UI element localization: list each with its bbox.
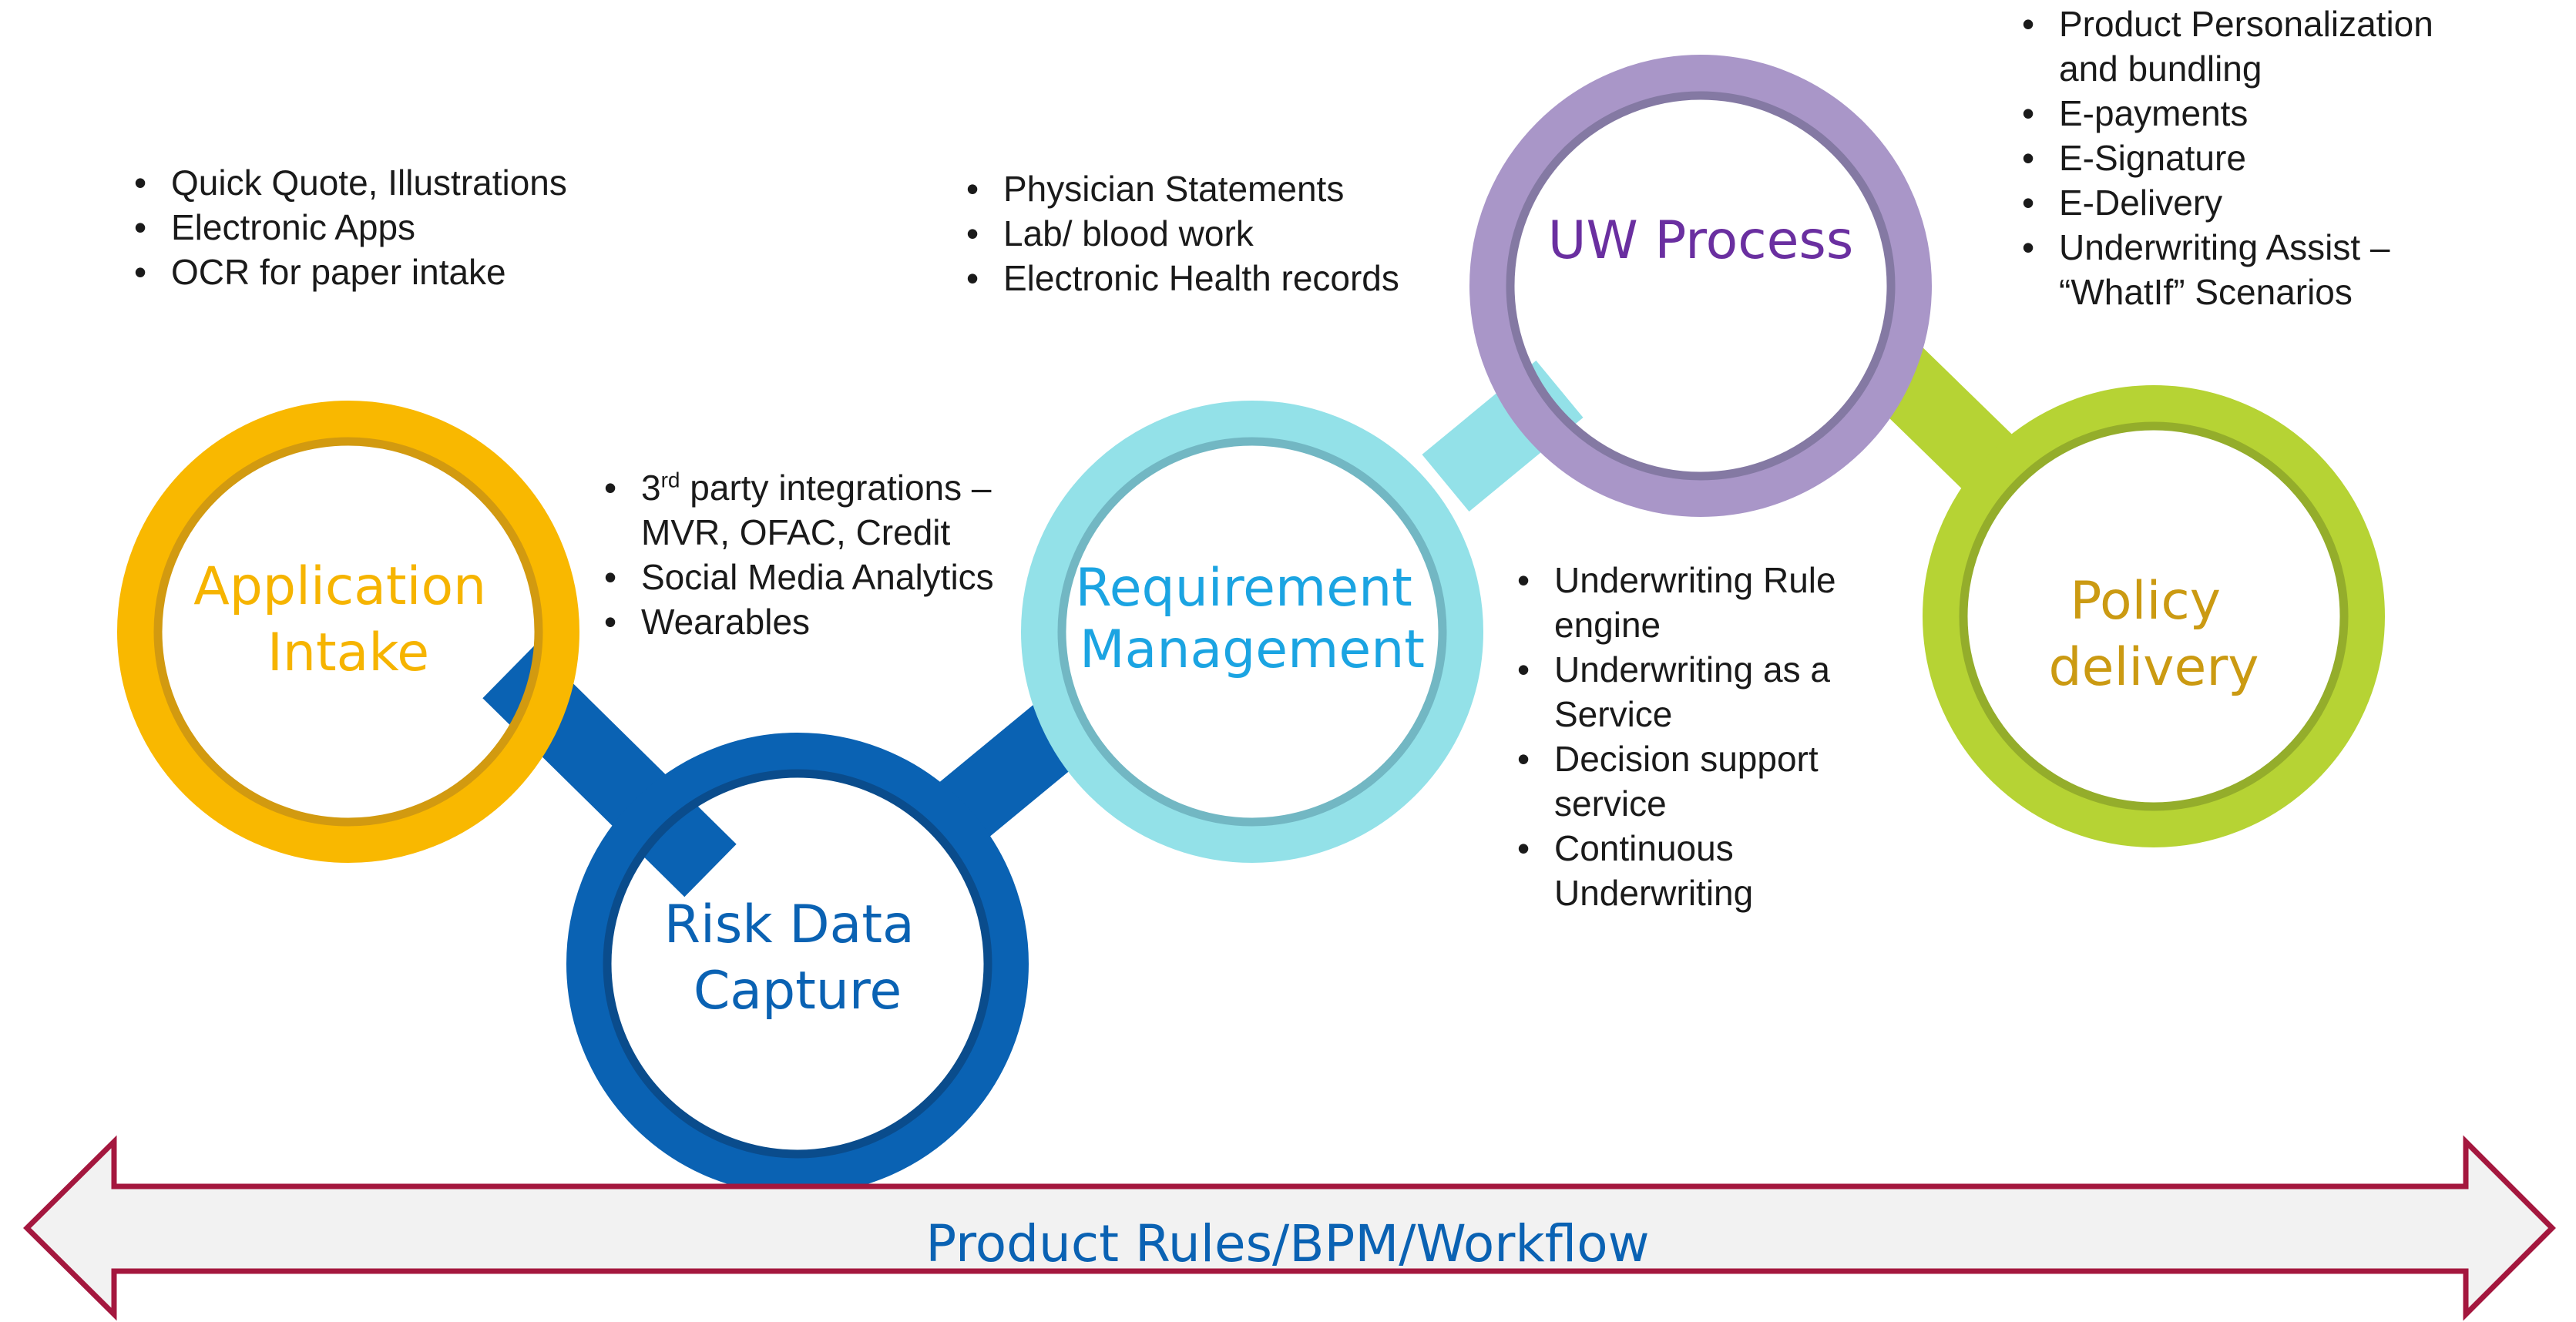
- bullets-policy-delivery: Product Personalization and bundling E-p…: [2019, 2, 2543, 314]
- list-item: Physician Statements: [963, 166, 1456, 211]
- bullets-requirement-management: Physician Statements Lab/ blood work Ele…: [963, 166, 1456, 300]
- node-application-intake: Application Intake: [117, 401, 579, 863]
- list-item-prefix: 3: [641, 468, 661, 508]
- node-title-requirement-management: Requirement Management: [1076, 558, 1429, 680]
- list-item-rest: party integrations – MVR, OFAC, Credit: [641, 468, 992, 552]
- bullets-application-intake: Quick Quote, Illustrations Electronic Ap…: [131, 160, 624, 294]
- list-item: E-Signature: [2019, 136, 2543, 180]
- list-item: OCR for paper intake: [131, 250, 624, 294]
- double-arrow-shape: [23, 1135, 2556, 1321]
- list-item: 3rd party integrations – MVR, OFAC, Cred…: [601, 465, 1033, 555]
- list-item: E-Delivery: [2019, 180, 2543, 225]
- bullets-risk-data-capture: 3rd party integrations – MVR, OFAC, Cred…: [601, 465, 1033, 644]
- list-item: E-payments: [2019, 91, 2543, 136]
- node-risk-data-capture: Risk Data Capture: [566, 733, 1029, 1195]
- node-title-uw-process: UW Process: [1548, 210, 1854, 271]
- list-item: Social Media Analytics: [601, 555, 1033, 599]
- node-requirement-management: Requirement Management: [1021, 401, 1483, 863]
- bullets-uw-process: Underwriting Rule engine Underwriting as…: [1514, 558, 1915, 915]
- node-title-application-intake: Application Intake: [193, 556, 503, 683]
- bottom-bar-label: Product Rules/BPM/Workflow: [925, 1214, 1649, 1273]
- bottom-double-arrow: Product Rules/BPM/Workflow: [23, 1135, 2556, 1321]
- list-item: Electronic Apps: [131, 205, 624, 250]
- list-item: Underwriting Rule engine: [1514, 558, 1915, 647]
- list-item: Underwriting Assist – “WhatIf” Scenarios: [2019, 225, 2543, 314]
- node-policy-delivery: Policy delivery: [1923, 385, 2385, 847]
- list-item-superscript: rd: [660, 468, 680, 492]
- list-item: Quick Quote, Illustrations: [131, 160, 624, 205]
- list-item: Electronic Health records: [963, 256, 1456, 300]
- list-item: Decision support service: [1514, 736, 1915, 826]
- list-item: Wearables: [601, 599, 1033, 644]
- node-uw-process: UW Process: [1469, 55, 1932, 517]
- node-title-policy-delivery: Policy delivery: [2048, 571, 2259, 698]
- list-item: Lab/ blood work: [963, 211, 1456, 256]
- node-title-risk-data-capture: Risk Data Capture: [664, 894, 932, 1022]
- list-item: Underwriting as a Service: [1514, 647, 1915, 736]
- list-item: Product Personalization and bundling: [2019, 2, 2543, 91]
- list-item: Continuous Underwriting: [1514, 826, 1915, 915]
